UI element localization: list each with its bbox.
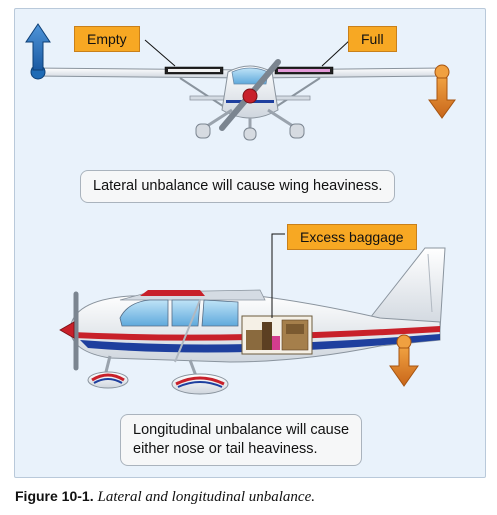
callout-empty: Empty — [74, 26, 140, 52]
orange-down-arrow-icon — [428, 77, 456, 119]
orange-down-arrow-icon — [389, 347, 419, 387]
note-longitudinal-line1: Longitudinal unbalance will cause — [133, 422, 350, 438]
callout-excess-baggage: Excess baggage — [287, 224, 417, 250]
callout-full: Full — [348, 26, 397, 52]
figure-caption-text: Lateral and longitudinal unbalance. — [97, 489, 315, 505]
note-longitudinal-line2: either nose or tail heaviness. — [133, 441, 318, 457]
blue-up-arrow-icon — [25, 23, 51, 71]
front-view-airplane — [30, 59, 450, 141]
figure-caption: Figure 10-1. Lateral and longitudinal un… — [15, 488, 315, 506]
note-lateral-text: Lateral unbalance will cause wing heavin… — [93, 178, 383, 194]
figure-label: Figure 10-1. — [15, 488, 94, 504]
side-view-airplane — [59, 247, 446, 395]
note-lateral: Lateral unbalance will cause wing heavin… — [80, 170, 396, 203]
note-longitudinal: Longitudinal unbalance will cause either… — [120, 414, 363, 466]
